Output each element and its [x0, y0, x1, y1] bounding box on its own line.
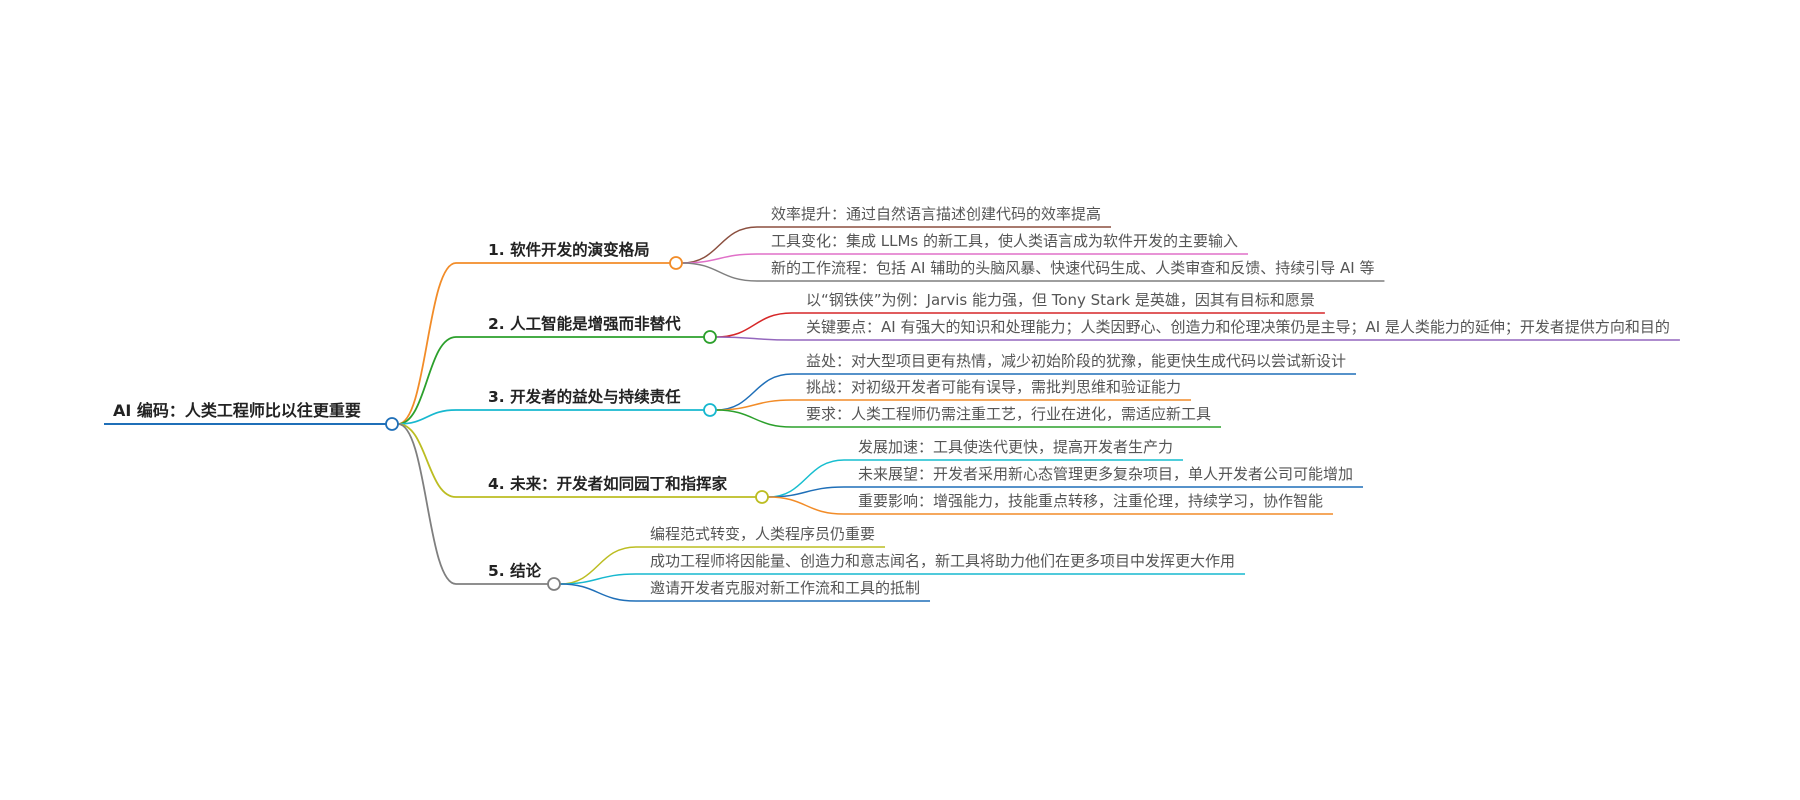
leaf-edge-3-2 [715, 399, 793, 411]
leaf-edge-5-1 [559, 546, 637, 585]
leaf-topic-3-3[interactable]: 要求：人类工程师仍需注重工艺，行业在进化，需适应新工具 [806, 405, 1212, 423]
leaf-topic-4-3[interactable]: 重要影响：增强能力，技能重点转移，注重伦理，持续学习，协作智能 [858, 492, 1324, 510]
leaf-edge-1-1 [681, 226, 758, 264]
leaf-topic-3-2[interactable]: 挑战：对初级开发者可能有误导，需批判思维和验证能力 [806, 378, 1182, 396]
leaf-edge-5-3 [559, 583, 637, 602]
branch-topic-5[interactable]: 5. 结论 [488, 562, 542, 580]
branch-edge-5 [397, 423, 457, 585]
branch-topic-2[interactable]: 2. 人工智能是增强而非替代 [488, 315, 681, 333]
root-collapse-toggle[interactable] [385, 417, 399, 431]
branch-edge-3 [397, 409, 457, 425]
leaf-edge-3-3 [715, 409, 793, 428]
branch-collapse-toggle-2[interactable] [703, 330, 717, 344]
leaf-topic-5-1[interactable]: 编程范式转变，人类程序员仍重要 [650, 525, 876, 543]
branch-topic-4[interactable]: 4. 未来：开发者如同园丁和指挥家 [488, 475, 728, 493]
leaf-edge-1-3 [681, 262, 758, 282]
leaf-edge-2-1 [715, 312, 793, 338]
leaf-edge-5-2 [559, 573, 637, 585]
branch-collapse-toggle-1[interactable] [669, 256, 683, 270]
leaf-edge-1-2 [681, 253, 758, 264]
leaf-topic-1-3[interactable]: 新的工作流程：包括 AI 辅助的头脑风暴、快速代码生成、人类审查和反馈、持续引导… [771, 259, 1375, 277]
leaf-edge-4-3 [767, 496, 845, 515]
leaf-topic-2-2[interactable]: 关键要点：AI 有强大的知识和处理能力；人类因野心、创造力和伦理决策仍是主导；A… [806, 318, 1670, 336]
branch-edge-1 [397, 262, 457, 425]
leaf-topic-5-3[interactable]: 邀请开发者克服对新工作流和工具的抵制 [650, 579, 921, 597]
root-topic[interactable]: AI 编码：人类工程师比以往更重要 [113, 401, 361, 420]
branch-topic-1[interactable]: 1. 软件开发的演变格局 [488, 241, 650, 259]
branch-collapse-toggle-5[interactable] [547, 577, 561, 591]
leaf-topic-3-1[interactable]: 益处：对大型项目更有热情，减少初始阶段的犹豫，能更快生成代码以尝试新设计 [806, 352, 1347, 370]
branch-collapse-toggle-4[interactable] [755, 490, 769, 504]
leaf-edge-3-1 [715, 373, 793, 411]
branch-edge-4 [397, 423, 457, 498]
leaf-topic-4-2[interactable]: 未来展望：开发者采用新心态管理更多复杂项目，单人开发者公司可能增加 [858, 465, 1354, 483]
leaf-topic-1-2[interactable]: 工具变化：集成 LLMs 的新工具，使人类语言成为软件开发的主要输入 [771, 232, 1239, 250]
leaf-topic-2-1[interactable]: 以“钢铁侠”为例：Jarvis 能力强，但 Tony Stark 是英雄，因其有… [806, 291, 1315, 309]
leaf-edge-2-2 [715, 336, 793, 341]
leaf-topic-5-2[interactable]: 成功工程师将因能量、创造力和意志闻名，新工具将助力他们在更多项目中发挥更大作用 [650, 552, 1236, 570]
leaf-topic-4-1[interactable]: 发展加速：工具使迭代更快，提高开发者生产力 [858, 438, 1174, 456]
branch-collapse-toggle-3[interactable] [703, 403, 717, 417]
leaf-edge-4-1 [767, 459, 845, 498]
leaf-topic-1-1[interactable]: 效率提升：通过自然语言描述创建代码的效率提高 [771, 205, 1102, 223]
branch-edge-2 [397, 336, 457, 425]
branch-topic-3[interactable]: 3. 开发者的益处与持续责任 [488, 388, 681, 406]
leaf-edge-4-2 [767, 486, 845, 498]
